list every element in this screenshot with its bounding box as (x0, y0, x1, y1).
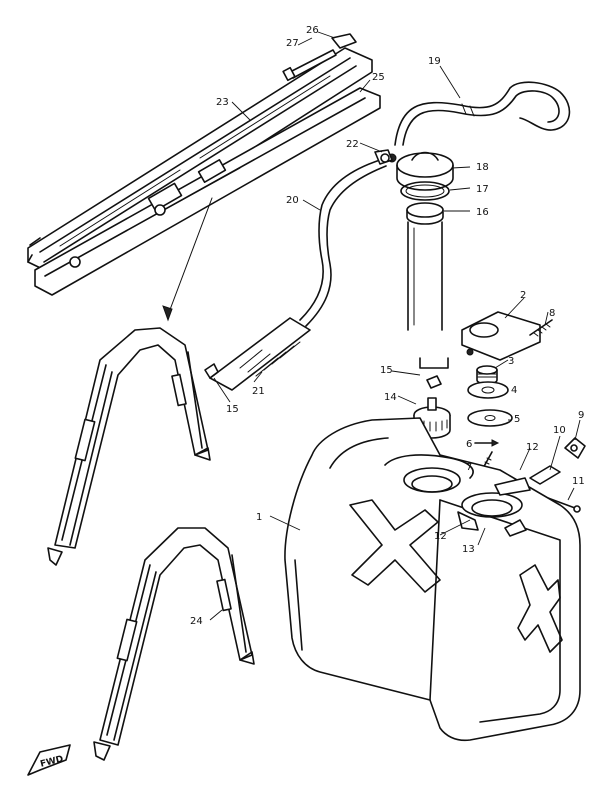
callout-labels: 1 2 3 4 5 6 7 8 9 10 11 12 12 13 14 15 1… (190, 25, 585, 627)
screw-part-6 (474, 439, 500, 447)
gasket-part-17 (400, 181, 450, 201)
plate-part-10 (529, 465, 561, 485)
callout-7: 7 (466, 462, 472, 473)
callout-23: 23 (216, 97, 229, 108)
plate-part-4 (467, 381, 509, 399)
tank-holder-bar (27, 47, 381, 296)
callout-26: 26 (306, 25, 319, 36)
assembly-arrow (162, 197, 213, 322)
callout-25: 25 (372, 72, 385, 83)
forward-direction-marker: FWD (27, 744, 71, 776)
filler-cap-18 (387, 151, 454, 191)
screw-part-8 (529, 319, 553, 337)
callout-18: 18 (476, 162, 489, 173)
callout-11: 11 (572, 476, 585, 487)
nut-ring-16 (406, 202, 444, 225)
callout-14: 14 (384, 392, 397, 403)
callout-12-lower: 12 (434, 531, 447, 542)
callout-22: 22 (346, 139, 359, 150)
breather-hose-19 (394, 81, 571, 146)
fuel-hose-20 (299, 159, 387, 327)
callout-20: 20 (286, 195, 299, 206)
hose-clip-15 (419, 357, 449, 389)
tank-strap-24 (93, 527, 255, 761)
callout-3: 3 (508, 356, 514, 367)
callout-2: 2 (520, 290, 526, 301)
callout-5: 5 (514, 414, 520, 425)
fuel-tank-1 (284, 417, 581, 742)
callout-24: 24 (190, 616, 203, 627)
bolt-part-11 (547, 497, 581, 513)
callout-27: 27 (286, 38, 299, 49)
callout-21: 21 (252, 386, 265, 397)
tank-strap-upper (47, 327, 211, 566)
callout-15-right: 15 (380, 365, 393, 376)
filler-pipe (407, 221, 443, 331)
callout-10: 10 (553, 425, 566, 436)
clip-part-26 (331, 33, 357, 49)
callout-16: 16 (476, 207, 489, 218)
hose-joint-22 (374, 149, 393, 165)
fitting-part-9 (564, 437, 586, 459)
gasket-part-5 (467, 409, 513, 427)
bolt-part-27 (282, 49, 337, 82)
fuel-pipe-21 (204, 317, 311, 391)
tank-cap-2 (461, 311, 541, 361)
callout-13: 13 (462, 544, 475, 555)
callout-1: 1 (256, 512, 262, 523)
callout-15-left: 15 (226, 404, 239, 415)
callout-19: 19 (428, 56, 441, 67)
callout-6: 6 (466, 439, 472, 450)
callout-12-upper: 12 (526, 442, 539, 453)
callout-17: 17 (476, 184, 489, 195)
leader-lines (209, 31, 581, 621)
callout-4: 4 (511, 385, 517, 396)
callout-8: 8 (549, 308, 555, 319)
callout-9: 9 (578, 410, 584, 421)
